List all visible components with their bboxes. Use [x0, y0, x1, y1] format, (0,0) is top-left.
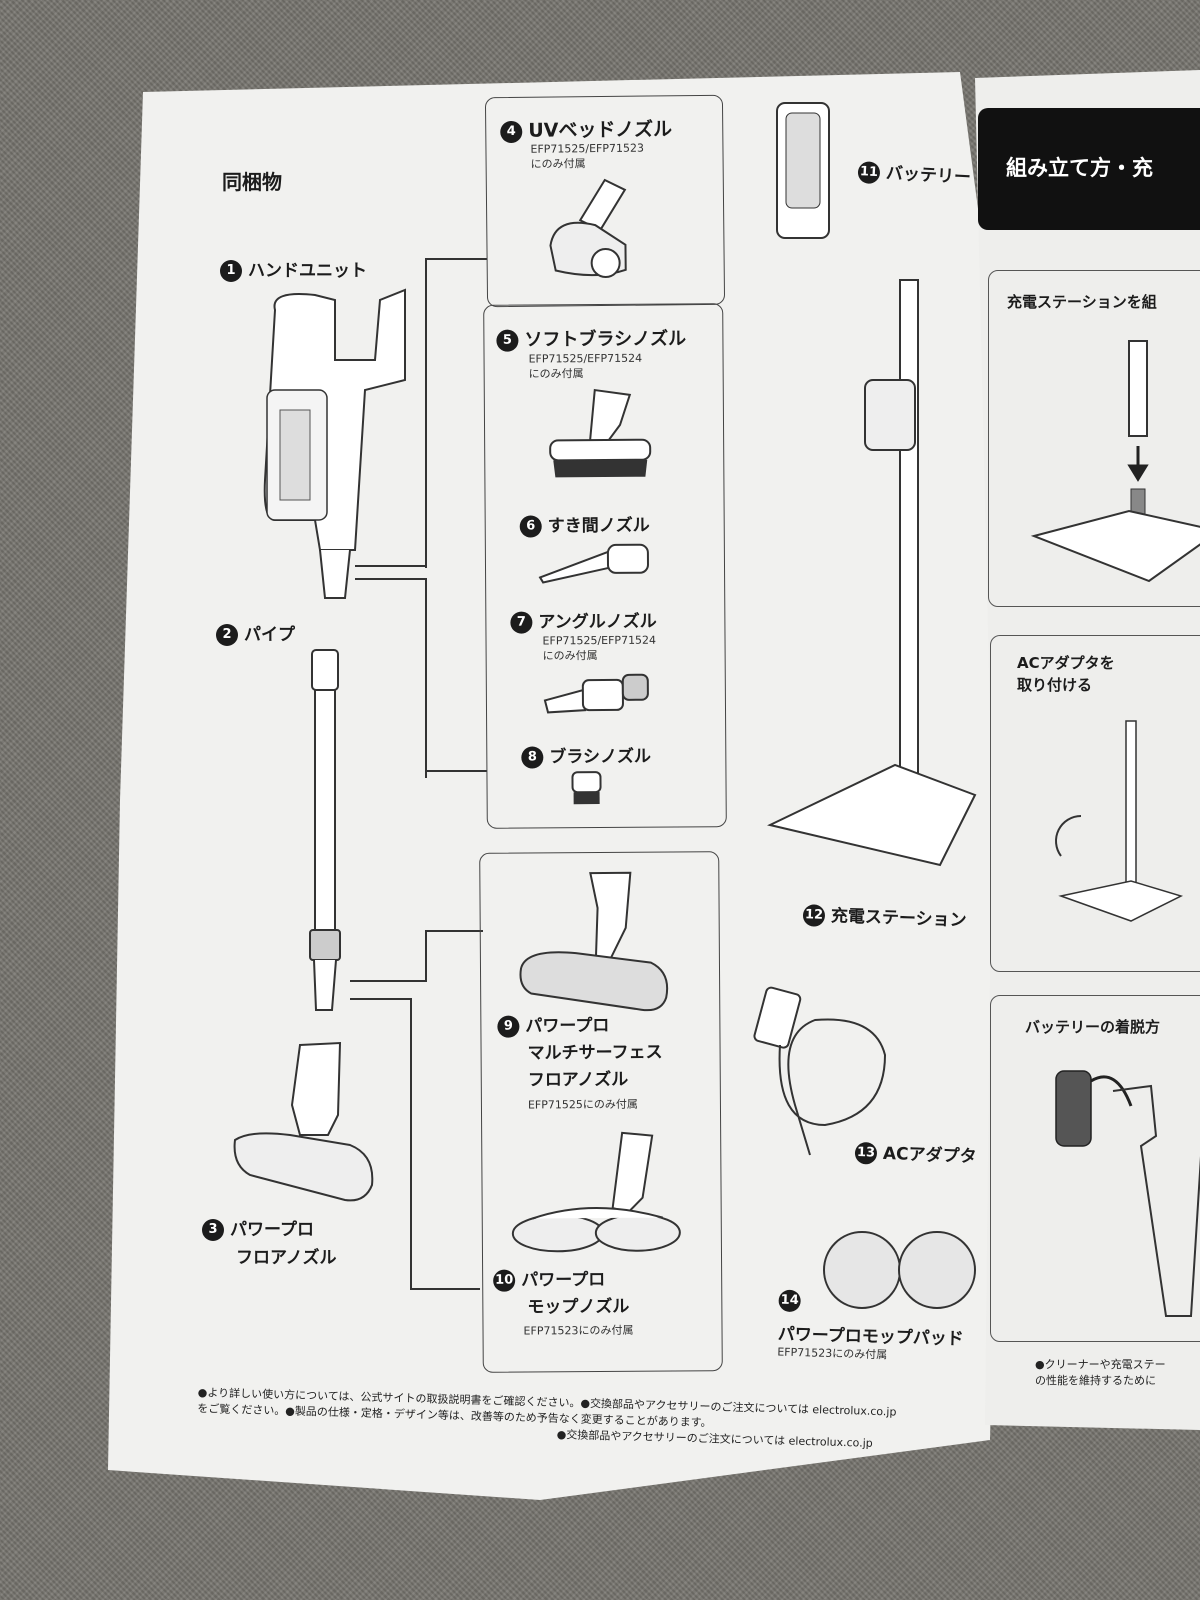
connector-arrow — [350, 980, 427, 982]
angle-nozzle-illustration — [543, 673, 649, 714]
item-note: にのみ付属 — [530, 157, 586, 171]
item-name: ソフトブラシノズル — [524, 328, 687, 351]
item-1-label: 1 ハンドユニット — [220, 256, 367, 282]
item-name: ブラシノズル — [549, 746, 652, 768]
item-2-label: 2 パイプ — [216, 620, 295, 646]
item-number: 13 — [854, 1141, 878, 1165]
item-number: 2 — [216, 624, 238, 646]
adapter-attach-illustration — [1055, 720, 1184, 922]
item-name-line: マルチサーフェス — [527, 1042, 663, 1064]
section-header: 組み立て方・充 — [1006, 156, 1153, 180]
item-number: 11 — [857, 161, 881, 185]
connector-line — [425, 770, 487, 772]
item-note: にのみ付属 — [528, 367, 584, 381]
item-number: 12 — [802, 904, 826, 927]
connector-line — [425, 930, 427, 980]
footer-line: の性能を維持するために — [1035, 1374, 1156, 1387]
charging-station-illustration — [767, 279, 977, 867]
step-ac-adapter: ACアダプタを取り付ける — [990, 635, 1200, 972]
item-3-label: 3 パワープロフロアノズル — [202, 1216, 336, 1272]
ac-adapter-illustration — [753, 986, 887, 1156]
mop-pads-illustration — [823, 1231, 976, 1309]
step-title-line: 取り付ける — [1017, 676, 1093, 694]
item-name-line: フロアノズル — [236, 1248, 337, 1268]
item-name: 充電ステーション — [830, 906, 967, 931]
crevice-nozzle-illustration — [538, 543, 649, 584]
item-number: 9 — [497, 1015, 520, 1038]
item-number: 14 — [778, 1289, 801, 1313]
item-number: 6 — [519, 515, 542, 538]
soft-brush-illustration — [549, 388, 652, 478]
item-name: すき間ノズル — [547, 515, 650, 537]
item-number: 10 — [493, 1269, 516, 1292]
item-name: ハンドユニット — [248, 261, 367, 281]
item-name: バッテリー — [885, 163, 972, 188]
pipe-illustration — [309, 649, 341, 1011]
item-number: 3 — [202, 1219, 224, 1241]
battery-illustration — [776, 102, 830, 239]
item-note: にのみ付属 — [542, 649, 598, 663]
item-name: アングルノズル — [538, 611, 657, 633]
uv-nozzle-illustration — [549, 178, 627, 278]
step-title: 充電ステーションを組 — [1007, 293, 1157, 311]
connector-arrow — [355, 565, 427, 567]
step-battery: バッテリーの着脱方 — [990, 995, 1200, 1342]
section-header-bar: 組み立て方・充 — [978, 108, 1200, 230]
step-title: ACアダプタを取り付ける — [1017, 652, 1115, 696]
item-name-line: パワープロ — [525, 1015, 610, 1037]
item-name: UVベッドノズル — [528, 118, 673, 142]
hand-unit-illustration — [263, 288, 406, 599]
item-number: 8 — [521, 746, 544, 769]
item-note: EFP71525/EFP71523 — [530, 141, 645, 156]
item-note: EFP71525にのみ付属 — [527, 1097, 638, 1112]
step-charging-station: 充電ステーションを組 — [988, 270, 1200, 607]
battery-attach-illustration — [1055, 1070, 1200, 1317]
item-note: EFP71525/EFP71524 — [542, 633, 657, 648]
footer-line: ●クリーナーや充電ステー — [1035, 1358, 1166, 1371]
item-name-line: モップノズル — [527, 1296, 630, 1318]
brush-nozzle-illustration — [571, 771, 602, 805]
item-note: EFP71525/EFP71524 — [528, 351, 643, 366]
item-name: パイプ — [244, 625, 295, 645]
mop-nozzle-illustration — [511, 1131, 681, 1253]
item-name: ACアダプタ — [882, 1143, 977, 1168]
connector-line — [425, 578, 427, 778]
connector-arrow — [355, 578, 427, 580]
station-assembly-illustration — [1030, 340, 1200, 583]
item-note: EFP71523にのみ付属 — [523, 1323, 634, 1338]
multi-surface-nozzle-illustration — [519, 871, 669, 1012]
item-number: 5 — [496, 329, 519, 352]
connector-line — [410, 998, 412, 1288]
step-title-line: ACアダプタを — [1017, 654, 1115, 672]
step-title: バッテリーの着脱方 — [1025, 1018, 1161, 1036]
item-name-line: パワープロ — [521, 1269, 606, 1291]
connector-line — [425, 930, 483, 932]
floor-nozzle-illustration — [233, 1041, 374, 1202]
connector-arrow — [350, 998, 412, 1000]
item-14-label: 14 パワープロモップパッド EFP71523にのみ付属 — [777, 1289, 965, 1365]
connector-line — [410, 1288, 480, 1290]
page-title: 同梱物 — [222, 170, 282, 194]
item-number: 1 — [220, 260, 242, 282]
item-number: 4 — [500, 120, 523, 143]
connector-line — [425, 258, 487, 260]
right-footer: ●クリーナーや充電ステー の性能を維持するために — [1035, 1356, 1166, 1388]
item-name-line: パワープロ — [230, 1220, 314, 1240]
connector-line — [425, 258, 427, 568]
item-number: 7 — [510, 611, 533, 634]
item-name-line: フロアノズル — [527, 1069, 629, 1091]
